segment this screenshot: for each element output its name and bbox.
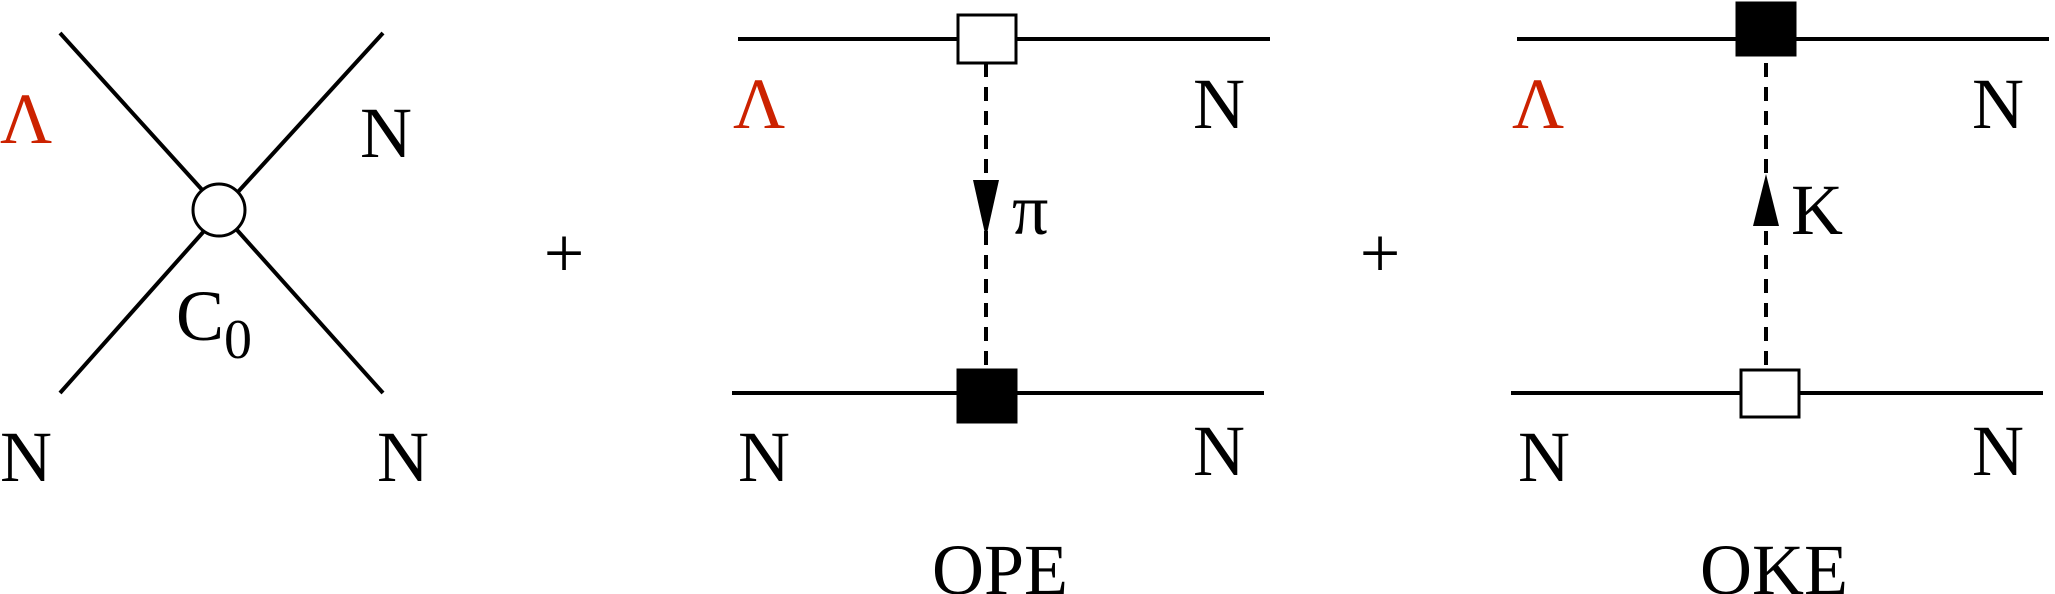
oke-label-bottom-right: N (1972, 411, 2024, 491)
contact-coupling-label: C0 (176, 276, 252, 371)
plus-sign-2: + (1360, 213, 1401, 293)
ope-caption: OPE (932, 530, 1068, 594)
contact-label-top-right: N (360, 93, 412, 173)
oke-bottom-vertex-open-square (1739, 368, 1801, 419)
ope-label-top-left: Λ (733, 64, 785, 144)
contact-line-top-left (58, 31, 207, 195)
oke-caption: OKE (1700, 530, 1848, 594)
ope-label-bottom-left: N (738, 417, 790, 497)
contact-label-bottom-right: N (377, 417, 429, 497)
oke-label-bottom-left: N (1518, 417, 1570, 497)
ope-exchange-label: π (1012, 170, 1048, 250)
ope-arrow-down (973, 180, 999, 238)
ope-bottom-vertex-filled-square (956, 368, 1018, 424)
contact-coupling-subscript: 0 (224, 309, 252, 371)
ope-label-top-right: N (1193, 64, 1245, 144)
ope-label-bottom-right: N (1193, 411, 1245, 491)
contact-vertex-circle (191, 182, 247, 238)
contact-line-top-right (235, 31, 385, 195)
contact-label-bottom-left: N (0, 417, 52, 497)
oke-diagram: Λ N N N K OKE (1511, 1, 2049, 594)
oke-label-top-left: Λ (1512, 64, 1564, 144)
contact-line-bottom-left (58, 228, 207, 395)
oke-label-top-right: N (1972, 64, 2024, 144)
ope-top-vertex-open-square (956, 13, 1018, 65)
ope-diagram: Λ N N N π OPE (732, 13, 1270, 594)
contact-label-top-left: Λ (0, 79, 52, 159)
oke-exchange-label: K (1791, 170, 1843, 250)
contact-diagram: Λ N N N C0 (0, 31, 429, 497)
oke-top-vertex-filled-square (1735, 1, 1797, 57)
plus-sign-1: + (544, 213, 585, 293)
contact-line-bottom-right (235, 228, 385, 395)
oke-arrow-up (1753, 174, 1779, 226)
